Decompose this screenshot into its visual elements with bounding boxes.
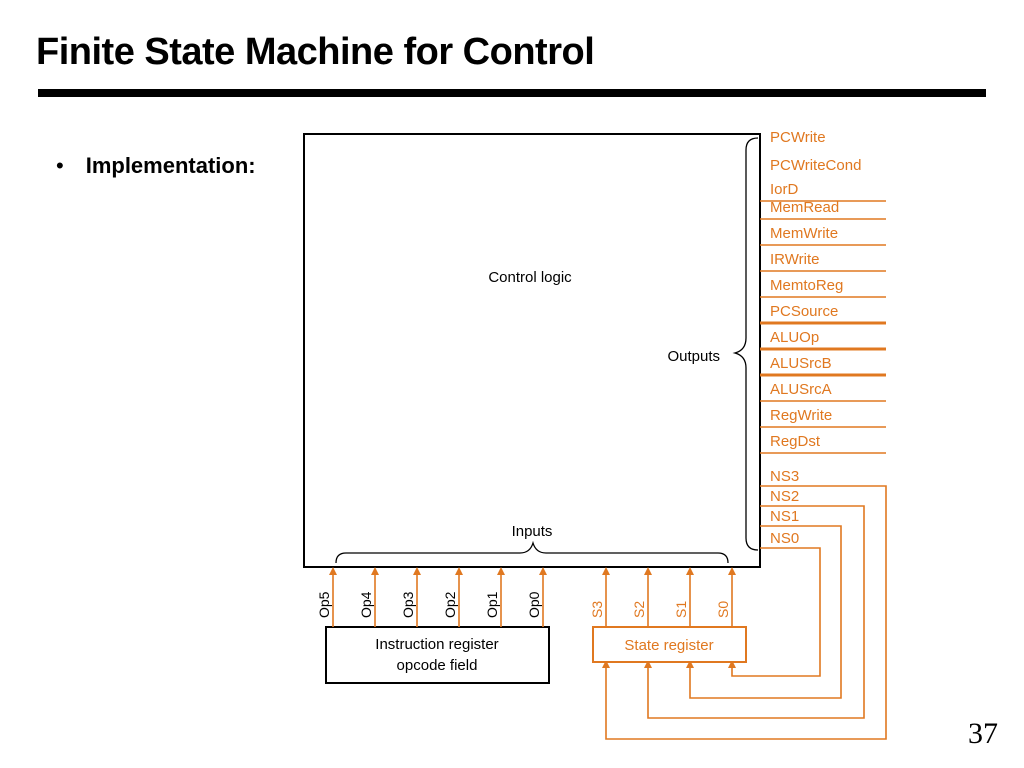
ns-feedback-ns2 <box>644 505 865 719</box>
state-label-s1: S1 <box>673 601 689 618</box>
state-register-label: State register <box>624 637 713 654</box>
output-label-iord: IorD <box>770 181 799 198</box>
ns-feedback-ns3 <box>602 485 887 740</box>
output-signals: PCWritePCWriteCondIorDMemReadMemWriteIRW… <box>760 129 886 454</box>
inputs-brace <box>335 540 729 564</box>
output-label-pcsource: PCSource <box>770 303 838 320</box>
ns-label-ns2: NS2 <box>770 488 799 505</box>
input-signals: Op5 Op4 Op3 Op2 Op1 Op0 S3 S2 S1 S0 <box>316 567 736 627</box>
output-label-aluop: ALUOp <box>770 329 819 346</box>
output-label-irwrite: IRWrite <box>770 251 819 268</box>
output-label-memtoreg: MemtoReg <box>770 277 843 294</box>
output-label-pcwrite: PCWrite <box>770 129 826 146</box>
state-label-s0: S0 <box>715 601 731 618</box>
ns-label-ns3: NS3 <box>770 468 799 485</box>
input-label-op1: Op1 <box>484 591 500 618</box>
bullet-dot: • <box>56 153 64 178</box>
instruction-register-label-line1: Instruction register <box>375 636 498 653</box>
output-label-alusrcb: ALUSrcB <box>770 355 832 372</box>
inputs-label: Inputs <box>512 523 553 540</box>
bullet-text: Implementation: <box>85 153 256 178</box>
state-label-s2: S2 <box>631 601 647 618</box>
ns-feedback-ns1 <box>686 525 842 699</box>
bullet-item: • Implementation: <box>56 152 256 180</box>
output-label-memwrite: MemWrite <box>770 225 838 242</box>
output-label-alusrca: ALUSrcA <box>770 381 832 398</box>
outputs-brace <box>732 137 759 551</box>
input-label-op5: Op5 <box>316 591 332 618</box>
ns-label-ns0: NS0 <box>770 530 799 547</box>
state-register-block <box>592 626 747 663</box>
title-rule <box>38 89 986 97</box>
output-label-regwrite: RegWrite <box>770 407 832 424</box>
slide-title: Finite State Machine for Control <box>36 31 595 73</box>
ns-feedback-ns0 <box>728 547 821 677</box>
output-label-regdst: RegDst <box>770 433 821 450</box>
instruction-register-label-line2: opcode field <box>397 657 478 674</box>
ns-label-ns1: NS1 <box>770 508 799 525</box>
control-logic-block <box>303 133 761 568</box>
outputs-label: Outputs <box>667 348 720 365</box>
input-label-op2: Op2 <box>442 591 458 618</box>
instruction-register-block <box>325 626 550 684</box>
state-label-s3: S3 <box>589 601 605 618</box>
output-label-memread: MemRead <box>770 199 839 216</box>
input-label-op3: Op3 <box>400 591 416 618</box>
output-label-pcwritecond: PCWriteCond <box>770 157 861 174</box>
control-logic-label: Control logic <box>488 269 572 286</box>
page-number: 37 <box>968 717 998 750</box>
input-label-op4: Op4 <box>358 591 374 618</box>
input-label-op0: Op0 <box>526 591 542 618</box>
